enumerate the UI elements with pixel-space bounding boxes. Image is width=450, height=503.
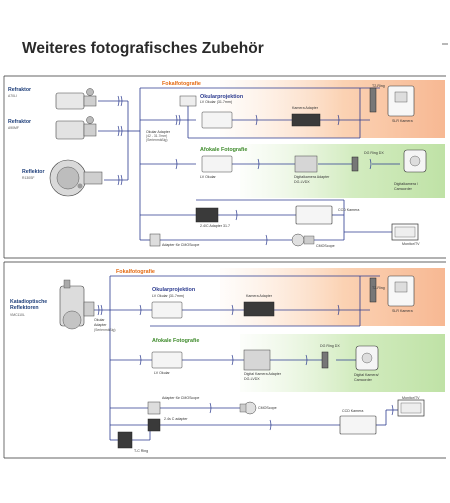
top-digital-adapter-label-1: Digitalkamera Adapter <box>294 175 330 179</box>
katadioptrisch-vmc110l <box>59 279 95 330</box>
scope-1-model: A70LI <box>8 94 17 98</box>
page-title: Weiteres fotografisches Zubehör <box>22 40 264 57</box>
top-digital-camera-label-2: Camcorder <box>394 187 412 191</box>
okular-adapter-label-3: (Serienmäßig) <box>146 138 168 142</box>
bottom-adapter-2x-label: 2.4s C adapter <box>164 417 188 421</box>
dg-ring-bottom <box>321 351 329 369</box>
top-digital-adapter-label-2: DG-LVDX <box>294 180 310 184</box>
bottom-okularprojektion-title: Okularprojektion <box>152 287 196 293</box>
tc-ring-bottom <box>117 431 133 449</box>
adapter-2x-top <box>195 207 219 223</box>
top-lv-okular-label: LV Okular <box>200 175 216 179</box>
scope-1-name: Refraktor <box>8 87 32 93</box>
top-cmoscope-label: CMOScope <box>316 244 335 248</box>
okular-adapter-label-2: (42 - 31.7mm) <box>146 134 168 138</box>
top-panel-frame <box>3 75 446 259</box>
bottom-scope-model: VMC110L <box>10 313 25 317</box>
bottom-okular-adapter-label-2: Adapter <box>94 323 107 327</box>
bottom-afokale-title: Afokale Fotografie <box>152 338 200 344</box>
bottom-panel-frame <box>3 261 446 459</box>
top-t2-ring-label: T2-Ring <box>372 84 385 88</box>
top-fokal-title: Fokalfotografie <box>162 81 201 87</box>
refraktor-a90mf <box>55 116 97 140</box>
bottom-okular-adapter-label-1: Okular <box>94 318 105 322</box>
bottom-lv-okular-label: LV Okular <box>154 371 170 375</box>
lv-okular-afokal-bottom <box>151 351 183 369</box>
bottom-digital-camera-label-1: Digital Kamera/ <box>354 373 379 377</box>
bottom-ccd-label: CCD Kamera <box>342 409 364 413</box>
dg-ring-top <box>351 156 359 172</box>
top-adapter-2x-label: 2.4/C Adapter 31.7 <box>200 224 230 228</box>
top-monitor-label: Monitor/TV <box>402 242 420 246</box>
bottom-kamera-adapter-label: Kamera Adapter <box>246 294 272 298</box>
lv-okular-afokal-top <box>201 155 233 173</box>
top-okularprojektion-title: Okularprojektion <box>200 94 244 100</box>
top-kamera-adapter-label: Kamera Adapter <box>292 106 318 110</box>
bottom-digital-adapter-label-2: DG-LVDX <box>244 377 260 381</box>
bottom-scope-name-1: Katadioptische <box>10 299 48 305</box>
adapter-cmoscope-top <box>149 233 161 247</box>
t2-ring-bottom <box>369 277 377 303</box>
top-connection-lines <box>98 87 400 241</box>
bottom-okularprojektion-sub: LV Okular (31.7mm) <box>152 294 185 298</box>
digital-camera-top <box>403 149 427 173</box>
bottom-adapter-cmoscope-label: Adapter für CMOScope <box>162 396 200 400</box>
top-ccd-label: CCD Kamera <box>338 208 360 212</box>
digital-adapter-top <box>294 155 318 173</box>
digital-camera-bottom <box>355 345 379 371</box>
bottom-digital-camera-label-2: Camcorder <box>354 378 372 382</box>
top-dg-ring-label: DG Ring DX <box>364 151 384 155</box>
refraktor-a70li <box>55 88 97 110</box>
scope-3-model: R130SF <box>22 176 35 180</box>
bottom-connection-lines <box>92 275 398 441</box>
bottom-okular-adapter-label-3: (Serienmäßig) <box>94 328 116 332</box>
top-adapter-cmoscope-label: Adapter für CMOScope <box>162 243 200 247</box>
lv-okular-proj-top <box>201 111 233 129</box>
top-digital-camera-label-1: Digitalkamera / <box>394 182 418 186</box>
top-afokale-title: Afokale Fotografie <box>200 147 248 153</box>
reflektor-r130sf <box>49 159 103 197</box>
adapter-cmoscope-bottom <box>147 401 161 415</box>
scope-3-name: Reflektor <box>22 169 45 175</box>
bottom-t2-ring-label: T2-Ring <box>372 286 385 290</box>
kamera-adapter-bottom <box>243 301 275 317</box>
bottom-fokal-title: Fokalfotografie <box>116 269 155 275</box>
okular-adapter-top <box>179 95 197 107</box>
scope-2-model: A90MF <box>8 126 19 130</box>
bottom-cmoscope-label: CMOScope <box>258 406 277 410</box>
bottom-afokal-band <box>240 334 445 392</box>
top-slr-label: SLR Kamera <box>392 119 413 123</box>
cmoscope-bottom <box>239 401 257 415</box>
okular-adapter-label-1: Okular Adapter <box>146 130 170 134</box>
top-okularprojektion-sub: LV Okular (31.7mm) <box>200 100 233 104</box>
digital-adapter-bottom <box>243 349 271 371</box>
adapter-2x-bottom <box>147 418 161 432</box>
top-connector-marks <box>117 95 372 246</box>
bottom-digital-adapter-label-1: Digital Kamera Adapter <box>244 372 281 376</box>
cmoscope-top <box>291 233 315 247</box>
lv-okular-proj-bottom <box>151 301 183 319</box>
bottom-slr-label: SLR Kamera <box>392 309 413 313</box>
scope-2-name: Refraktor <box>8 119 32 125</box>
bottom-tc-ring-label: T-C Ring <box>134 449 149 453</box>
ccd-camera-top <box>295 205 333 225</box>
bottom-monitor-label: Monitor/TV <box>402 396 420 400</box>
kamera-adapter-top <box>291 113 321 127</box>
bottom-dg-ring-label: DG Ring DX <box>320 344 340 348</box>
t2-ring-top <box>369 87 377 113</box>
bottom-scope-name-2: Reflektoren <box>10 305 39 311</box>
ccd-camera-bottom <box>339 415 377 435</box>
